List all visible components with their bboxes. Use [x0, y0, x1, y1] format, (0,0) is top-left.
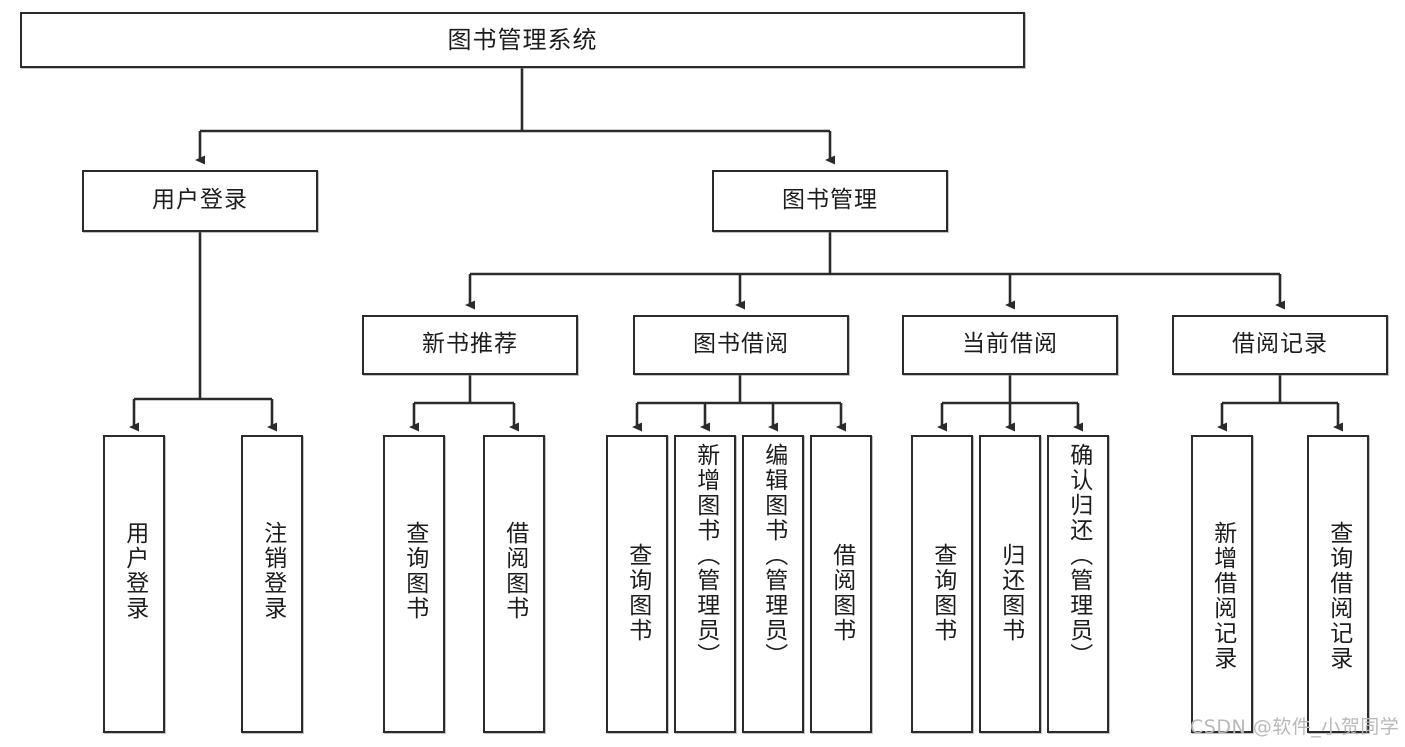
node-label: 借阅图书 — [828, 543, 855, 643]
node-label: 借阅图书 — [501, 521, 528, 621]
node-label: 图书管理 — [782, 187, 878, 214]
node-label: 新增借阅记录 — [1209, 521, 1236, 671]
node-label: 图书借阅 — [693, 331, 789, 358]
node-current-borrow[interactable]: 当前借阅 — [902, 315, 1118, 375]
csdn-watermark: CSDN @软件_小贺同学 — [1190, 716, 1400, 738]
node-leaf-query-book-1[interactable]: 查询图书 — [383, 435, 445, 733]
node-label: 确认归还（管理员） — [1065, 443, 1092, 668]
node-label: 新书推荐 — [422, 331, 518, 358]
node-label: 用户登录 — [152, 187, 248, 214]
node-root-system[interactable]: 图书管理系统 — [20, 12, 1025, 68]
node-book-manage[interactable]: 图书管理 — [712, 170, 948, 232]
node-label: 查询图书 — [929, 543, 956, 643]
node-leaf-query-book-3[interactable]: 查询图书 — [911, 435, 973, 733]
node-label: 用户登录 — [121, 521, 148, 621]
node-leaf-query-borrow-record[interactable]: 查询借阅记录 — [1307, 435, 1369, 733]
node-label: 当前借阅 — [962, 331, 1058, 358]
node-leaf-query-book-2[interactable]: 查询图书 — [606, 435, 668, 733]
node-leaf-borrow-book-1[interactable]: 借阅图书 — [483, 435, 545, 733]
node-label: 借阅记录 — [1232, 331, 1328, 358]
node-leaf-logout[interactable]: 注销登录 — [241, 435, 303, 733]
node-label: 编辑图书（管理员） — [760, 443, 787, 668]
node-leaf-edit-book-admin[interactable]: 编辑图书（管理员） — [742, 435, 804, 733]
node-leaf-return-book[interactable]: 归还图书 — [979, 435, 1041, 733]
node-label: 图书管理系统 — [447, 25, 598, 54]
node-book-borrow[interactable]: 图书借阅 — [633, 315, 849, 375]
node-borrow-record[interactable]: 借阅记录 — [1172, 315, 1388, 375]
node-label: 注销登录 — [259, 521, 286, 621]
node-leaf-add-borrow-record[interactable]: 新增借阅记录 — [1191, 435, 1253, 733]
node-leaf-borrow-book-2[interactable]: 借阅图书 — [810, 435, 872, 733]
node-label: 新增图书（管理员） — [692, 443, 719, 668]
node-label: 查询图书 — [624, 543, 651, 643]
node-leaf-user-login[interactable]: 用户登录 — [103, 435, 165, 733]
node-leaf-add-book-admin[interactable]: 新增图书（管理员） — [674, 435, 736, 733]
node-label: 查询图书 — [401, 521, 428, 621]
node-label: 归还图书 — [997, 543, 1024, 643]
node-leaf-confirm-return-admin[interactable]: 确认归还（管理员） — [1047, 435, 1109, 733]
node-user-login[interactable]: 用户登录 — [82, 170, 318, 232]
node-label: 查询借阅记录 — [1325, 521, 1352, 671]
node-new-book-rec[interactable]: 新书推荐 — [362, 315, 578, 375]
